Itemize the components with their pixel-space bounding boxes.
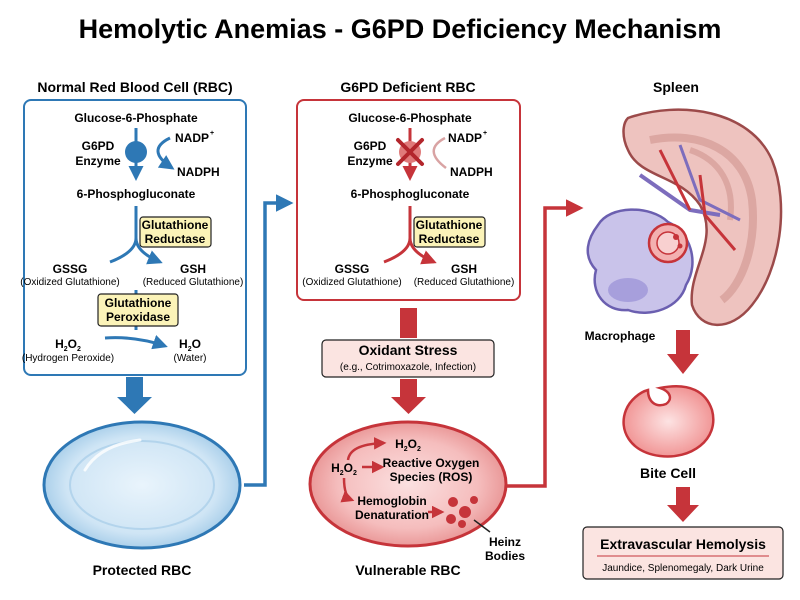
blocked-x-icon: [396, 138, 424, 166]
normal-gsh-label: GSH: [180, 262, 206, 276]
deficient-gssg-sub: (Oxidized Glutathione): [302, 277, 402, 288]
bite-cell-illustration: [622, 385, 715, 458]
normal-nadp-sup: +: [210, 130, 214, 137]
normal-rbc-panel: Normal Red Blood Cell (RBC) Glucose-6-Ph…: [20, 79, 247, 376]
normal-rbc-heading: Normal Red Blood Cell (RBC): [37, 79, 232, 95]
normal-gssg-branch: [109, 237, 138, 264]
normal-h2o2-to-water-arrow: [104, 334, 168, 350]
deficient-glutathione-reductase-box: [413, 216, 486, 248]
heinz-bodies-icon: [446, 496, 478, 528]
heinz-label-2: Bodies: [485, 549, 525, 563]
heinz-pointer: [473, 519, 491, 533]
normal-water-sub: (Water): [174, 353, 207, 364]
ros-label-1: Reactive Oxygen: [383, 456, 480, 470]
normal-enzyme-label-2: Enzyme: [75, 154, 121, 168]
normal-down-block-arrow: [117, 377, 152, 414]
deficient-gsh-sub: (Reduced Glutathione): [414, 277, 515, 288]
deficient-6pg-label: 6-Phosphogluconate: [351, 187, 470, 201]
macrophage-label: Macrophage: [585, 329, 656, 343]
normal-g6pd-enzyme-icon: [125, 141, 147, 163]
h2o2-to-top-arrow: [346, 437, 387, 461]
protected-rbc: [42, 420, 242, 550]
normal-enzyme-label-1: G6PD: [82, 139, 115, 153]
hemolysis-sub: Jaundice, Splenomegaly, Dark Urine: [602, 563, 764, 574]
hb-label-1: Hemoglobin: [357, 494, 426, 508]
deficient-down-block-arrow: [391, 379, 426, 414]
spleen-heading: Spleen: [653, 79, 699, 95]
deficient-nadp-label: NADP: [448, 131, 482, 145]
normal-gssg-sub: (Oxidized Glutathione): [20, 277, 120, 288]
normal-gp-label-2: Peroxidase: [106, 310, 170, 324]
normal-gp-label-1: Glutathione: [105, 296, 172, 310]
deficient-gssg-label: GSSG: [335, 262, 370, 276]
normal-gsh-sub: (Reduced Glutathione): [143, 277, 244, 288]
normal-gr-label-2: Reductase: [145, 232, 206, 246]
normal-6pg-label: 6-Phosphogluconate: [77, 187, 196, 201]
deficient-nadph-label: NADPH: [450, 165, 493, 179]
protected-rbc-label: Protected RBC: [93, 562, 192, 578]
deficient-gr-label-2: Reductase: [419, 232, 480, 246]
ros-label-2: Species (ROS): [390, 470, 473, 484]
deficient-enzyme-label-2: Enzyme: [347, 154, 393, 168]
spleen-to-bite-arrow: [667, 330, 699, 374]
bite-to-hemolysis-arrow: [667, 487, 699, 522]
deficient-nadp-curve: [432, 136, 447, 169]
normal-nadp-curve-arrow: [156, 136, 175, 170]
bite-cell-label: Bite Cell: [640, 465, 696, 481]
vulnerable-rbc-label: Vulnerable RBC: [355, 562, 460, 578]
deficient-gsh-label: GSH: [451, 262, 477, 276]
deficient-gr-label-1: Glutathione: [416, 218, 483, 232]
deficient-down-block-1: [400, 308, 417, 338]
normal-nadp-label: NADP: [175, 131, 209, 145]
normal-gssg-label: GSSG: [53, 262, 88, 276]
deficient-to-spleen-connector: [506, 199, 584, 488]
deficient-enzyme-label-1: G6PD: [354, 139, 387, 153]
normal-nadph-label: NADPH: [177, 165, 220, 179]
normal-glutathione-peroxidase-box: [97, 293, 179, 327]
h2o2-to-hb-arrow: [340, 477, 355, 503]
deficient-g6p-label: Glucose-6-Phosphate: [348, 111, 472, 125]
normal-gr-label-1: Glutathione: [142, 218, 209, 232]
oxidant-stress-title: Oxidant Stress: [359, 342, 458, 358]
vulnerable-rbc: [308, 420, 508, 548]
deficient-pathway-box: [296, 99, 521, 301]
deficient-rbc-panel: G6PD Deficient RBC Glucose-6-Phosphate G…: [296, 79, 521, 301]
normal-g6p-label: Glucose-6-Phosphate: [74, 111, 198, 125]
normal-water-formula: H2O: [179, 337, 201, 353]
heinz-label-1: Heinz: [489, 535, 521, 549]
hemolysis-title: Extravascular Hemolysis: [600, 536, 766, 552]
oxidant-stress-box: Oxidant Stress (e.g., Cotrimoxazole, Inf…: [321, 339, 495, 378]
normal-to-deficient-connector: [244, 194, 294, 487]
deficient-rbc-heading: G6PD Deficient RBC: [340, 79, 475, 95]
oxidant-stress-sub: (e.g., Cotrimoxazole, Infection): [340, 362, 476, 373]
extravascular-hemolysis-box: Extravascular Hemolysis Jaundice, Spleno…: [582, 526, 784, 580]
page-title: Hemolytic Anemias - G6PD Deficiency Mech…: [79, 14, 722, 44]
normal-h2o2-formula: H2O2: [55, 337, 81, 353]
normal-glutathione-reductase-box: [139, 216, 212, 248]
hb-label-2: Denaturation: [355, 508, 429, 522]
cell-h2o2-top: H2O2: [395, 437, 421, 453]
spleen-illustration: [622, 108, 783, 327]
deficient-nadp-sup: +: [483, 130, 487, 137]
normal-h2o2-sub: (Hydrogen Peroxide): [22, 353, 114, 364]
cell-h2o2-left: H2O2: [331, 461, 357, 477]
deficient-gssg-branch: [383, 237, 412, 264]
macrophage-illustration: [586, 208, 694, 314]
